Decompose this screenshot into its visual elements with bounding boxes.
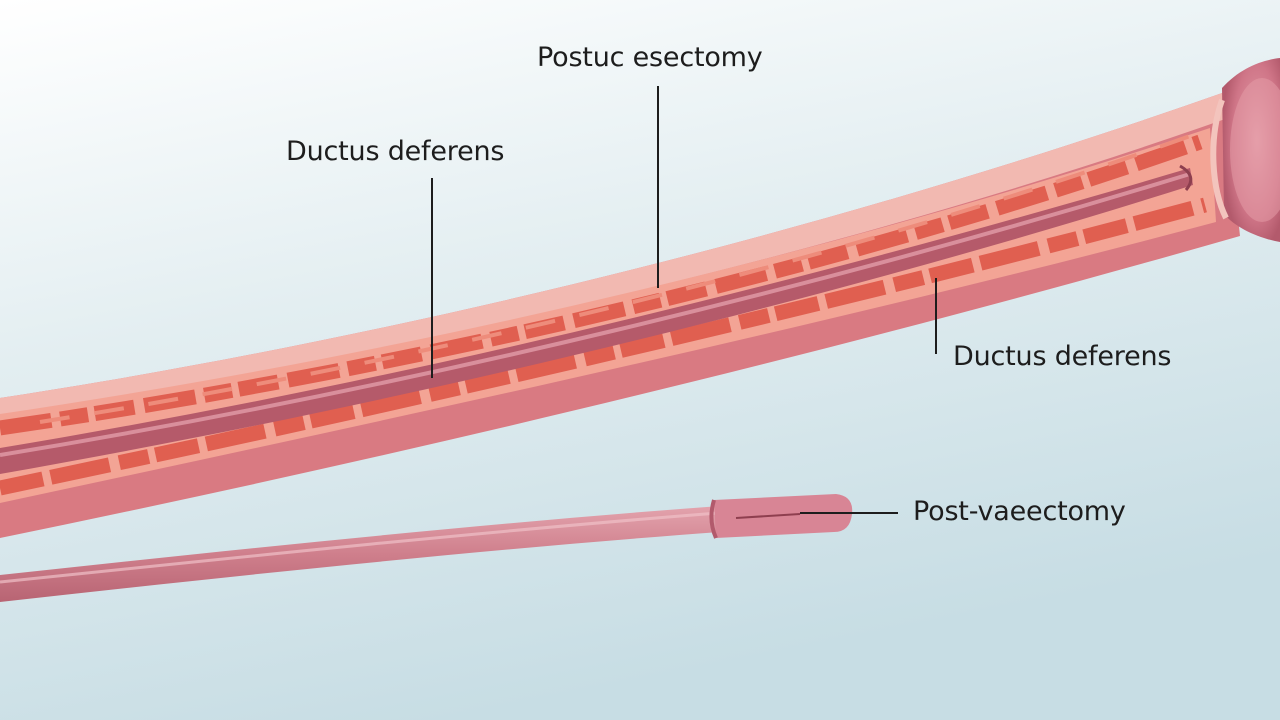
- label-post-vaeectomy: Post-vaeectomy: [913, 496, 1126, 527]
- tube-cut-end-slit: [735, 513, 801, 519]
- duct-bulb-edge: [1210, 99, 1229, 220]
- ductus-deferens-section: [0, 58, 1280, 538]
- label-postuc-esectomy: Postuc esectomy: [537, 42, 763, 73]
- label-ductus-deferens-left: Ductus deferens: [286, 136, 505, 167]
- tube-body: [0, 506, 720, 602]
- muscle-fibers-upper-inner: [39, 134, 1191, 424]
- duct-lumen: [0, 168, 1193, 474]
- tube-cut-end-rim: [709, 499, 718, 539]
- tube-highlight: [0, 511, 719, 584]
- duct-lumen-end: [1179, 164, 1193, 191]
- post-vasectomy-tube: [0, 494, 853, 602]
- label-ductus-deferens-right: Ductus deferens: [953, 341, 1172, 372]
- duct-outer-rim: [0, 92, 1228, 416]
- duct-lumen-highlight: [0, 172, 1191, 457]
- muscle-fibers-lower: [0, 197, 1207, 496]
- muscle-fibers-upper: [0, 134, 1203, 436]
- duct-bulb-highlight: [1230, 78, 1280, 222]
